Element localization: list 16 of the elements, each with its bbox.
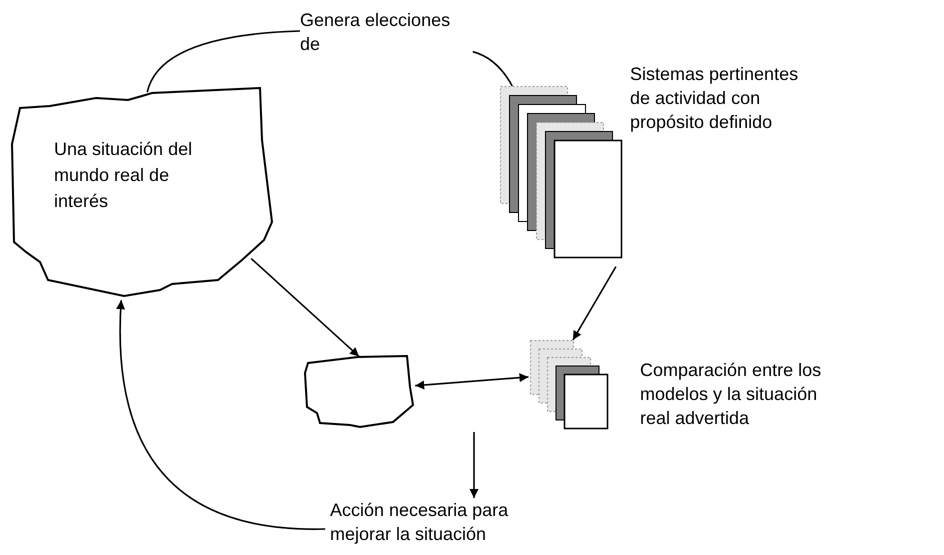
caption-text: Sistemas pertinentes de actividad con propósito definido	[630, 63, 800, 134]
connector-curve	[472, 50, 513, 86]
arrow	[415, 373, 528, 390]
text-label: Genera elecciones de	[300, 9, 452, 56]
page-stack	[500, 86, 622, 258]
connector-curve	[146, 30, 300, 92]
text-label: Acción necesaria para mejorar la situación	[330, 499, 510, 546]
arrow	[116, 300, 326, 530]
situation-cloud	[305, 355, 413, 428]
page-stack	[530, 340, 608, 428]
arrow	[572, 266, 617, 340]
arrow	[470, 432, 478, 498]
caption-text: Comparación entre los modelos y la situación real advertida	[640, 359, 822, 430]
arrow	[250, 258, 360, 358]
situation-text: Una situación del mundo real de interés	[54, 138, 194, 213]
situation-cloud	[12, 88, 272, 296]
